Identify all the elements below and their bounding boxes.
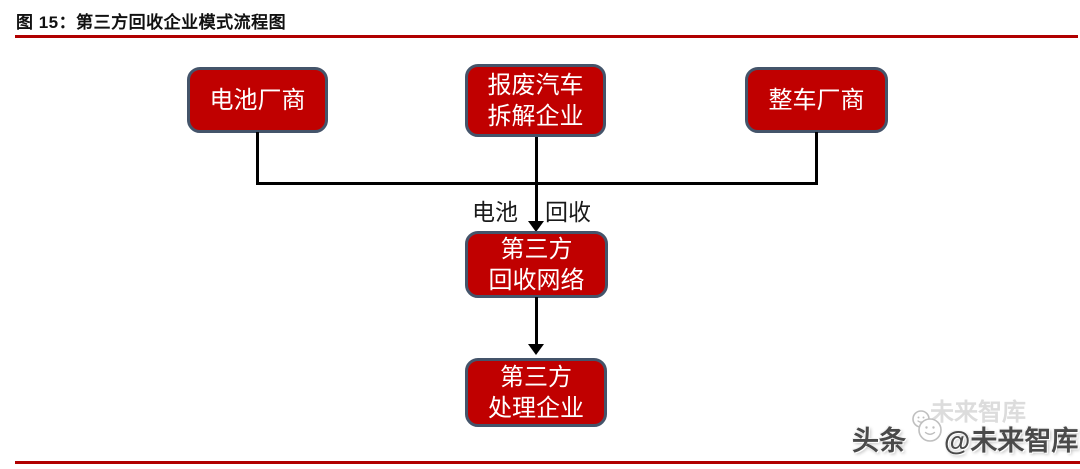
node-label: 处理企业 xyxy=(488,394,584,422)
watermark-prefix: 头条 xyxy=(852,426,906,456)
node-label: 拆解企业 xyxy=(487,102,584,130)
arrowhead-to-processor-icon xyxy=(528,344,544,355)
arrowhead-to-network-icon xyxy=(528,221,544,232)
node-label: 报废汽车 xyxy=(487,71,584,99)
node-scrap-car-dismantler: 报废汽车 拆解企业 xyxy=(465,64,606,137)
node-battery-manufacturer: 电池厂商 xyxy=(187,67,328,133)
figure-title: 图 15：第三方回收企业模式流程图 xyxy=(16,13,287,32)
node-label: 电池厂商 xyxy=(209,86,306,114)
smiley-faces-logo-icon xyxy=(912,410,942,442)
connector-center-trunk xyxy=(535,137,538,223)
edge-label-recycle: 回收 xyxy=(545,199,591,225)
watermark-main-text: 头条 @未来智库 xyxy=(852,410,1079,458)
title-underline-rule xyxy=(15,35,1078,38)
node-vehicle-manufacturer: 整车厂商 xyxy=(745,67,888,133)
watermark: 未来智库 头条 @未来智库 xyxy=(840,390,1078,460)
watermark-handle: @未来智库 xyxy=(944,426,1079,456)
node-label: 第三方 xyxy=(500,235,573,263)
watermark-ghost-text: 未来智库 xyxy=(930,399,1026,426)
connector-oem-down xyxy=(815,132,818,184)
node-label: 第三方 xyxy=(500,363,572,391)
node-label: 回收网络 xyxy=(488,266,585,294)
bottom-rule xyxy=(15,461,1080,464)
connector-network-to-processor xyxy=(535,297,538,346)
connector-horizontal-bus xyxy=(256,182,818,185)
node-third-party-processor: 第三方 处理企业 xyxy=(465,358,607,427)
node-label: 整车厂商 xyxy=(768,86,865,114)
connector-battery-down xyxy=(256,132,259,184)
edge-label-battery: 电池 xyxy=(472,199,518,225)
node-third-party-recycle-network: 第三方 回收网络 xyxy=(465,231,608,298)
